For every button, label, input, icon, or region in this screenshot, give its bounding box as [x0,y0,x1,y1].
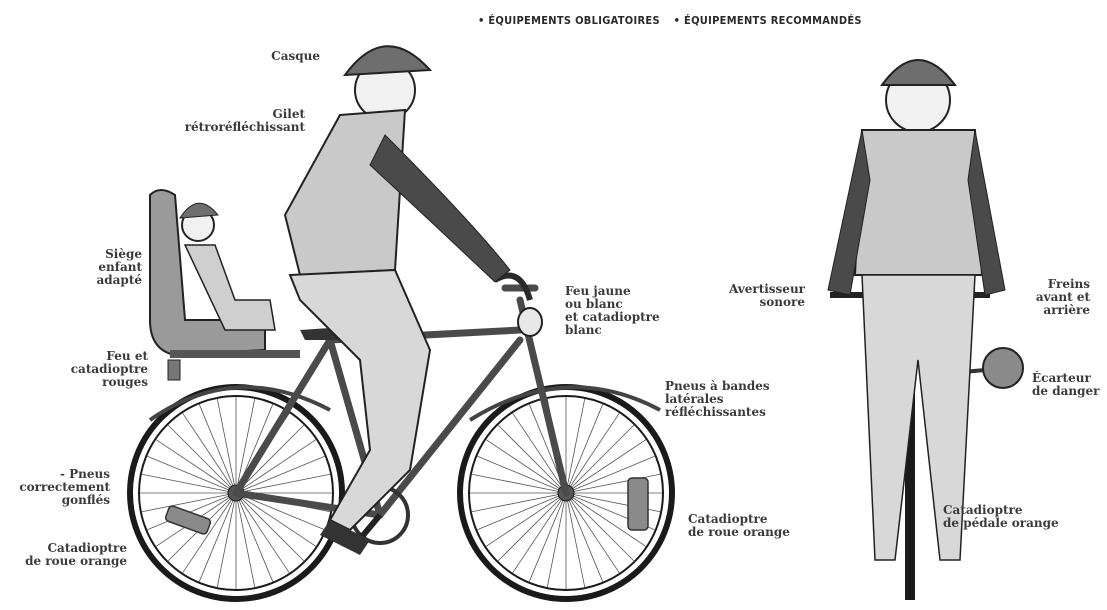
legend-mandatory: • ÉQUIPEMENTS OBLIGATOIRES [478,14,660,27]
wheel-spoke [498,493,566,561]
wheel-spoke [168,425,236,493]
legend-recommended: • ÉQUIPEMENTS RECOMMANDÉS [674,14,862,27]
label-reflective-tyres: Pneus à bandes latérales réfléchissantes [665,380,795,419]
label-helmet: Casque [255,50,320,63]
rider-vest [285,110,405,275]
label-bell: Avertisseur sonore [705,283,805,309]
child-body [185,245,275,330]
label-headlight: Feu jaune ou blanc et catadioptre blanc [565,285,680,337]
wheel-spoke [566,493,634,561]
front-wheel-reflector [628,478,648,530]
rider-helmet [345,46,430,75]
front-view-vest [855,130,982,275]
label-rear-wheel-reflector: Catadioptre de roue orange [5,542,127,568]
legend: • ÉQUIPEMENTS OBLIGATOIRES • ÉQUIPEMENTS… [478,14,872,27]
label-front-wheel-reflector: Catadioptre de roue orange [688,513,810,539]
label-child-seat: Siège enfant adapté [70,248,142,287]
label-tyres-inflated: - Pneus correctement gonflés [14,468,110,507]
label-pedal-reflector: Catadioptre de pédale orange [943,504,1083,530]
label-vest: Gilet rétroréfléchissant [165,108,305,134]
wheel-spoke [566,425,634,493]
label-brakes: Freins avant et arrière [1018,278,1090,317]
front-view-helmet [882,60,955,85]
label-danger-spacer: Écarteur de danger [1032,372,1104,398]
child-helmet [180,203,218,218]
headlight [518,308,542,336]
rear-light [168,360,180,380]
rear-wheel-reflector [165,505,212,535]
rear-rack [170,350,300,358]
label-rear-light: Feu et catadioptre rouges [52,350,148,389]
